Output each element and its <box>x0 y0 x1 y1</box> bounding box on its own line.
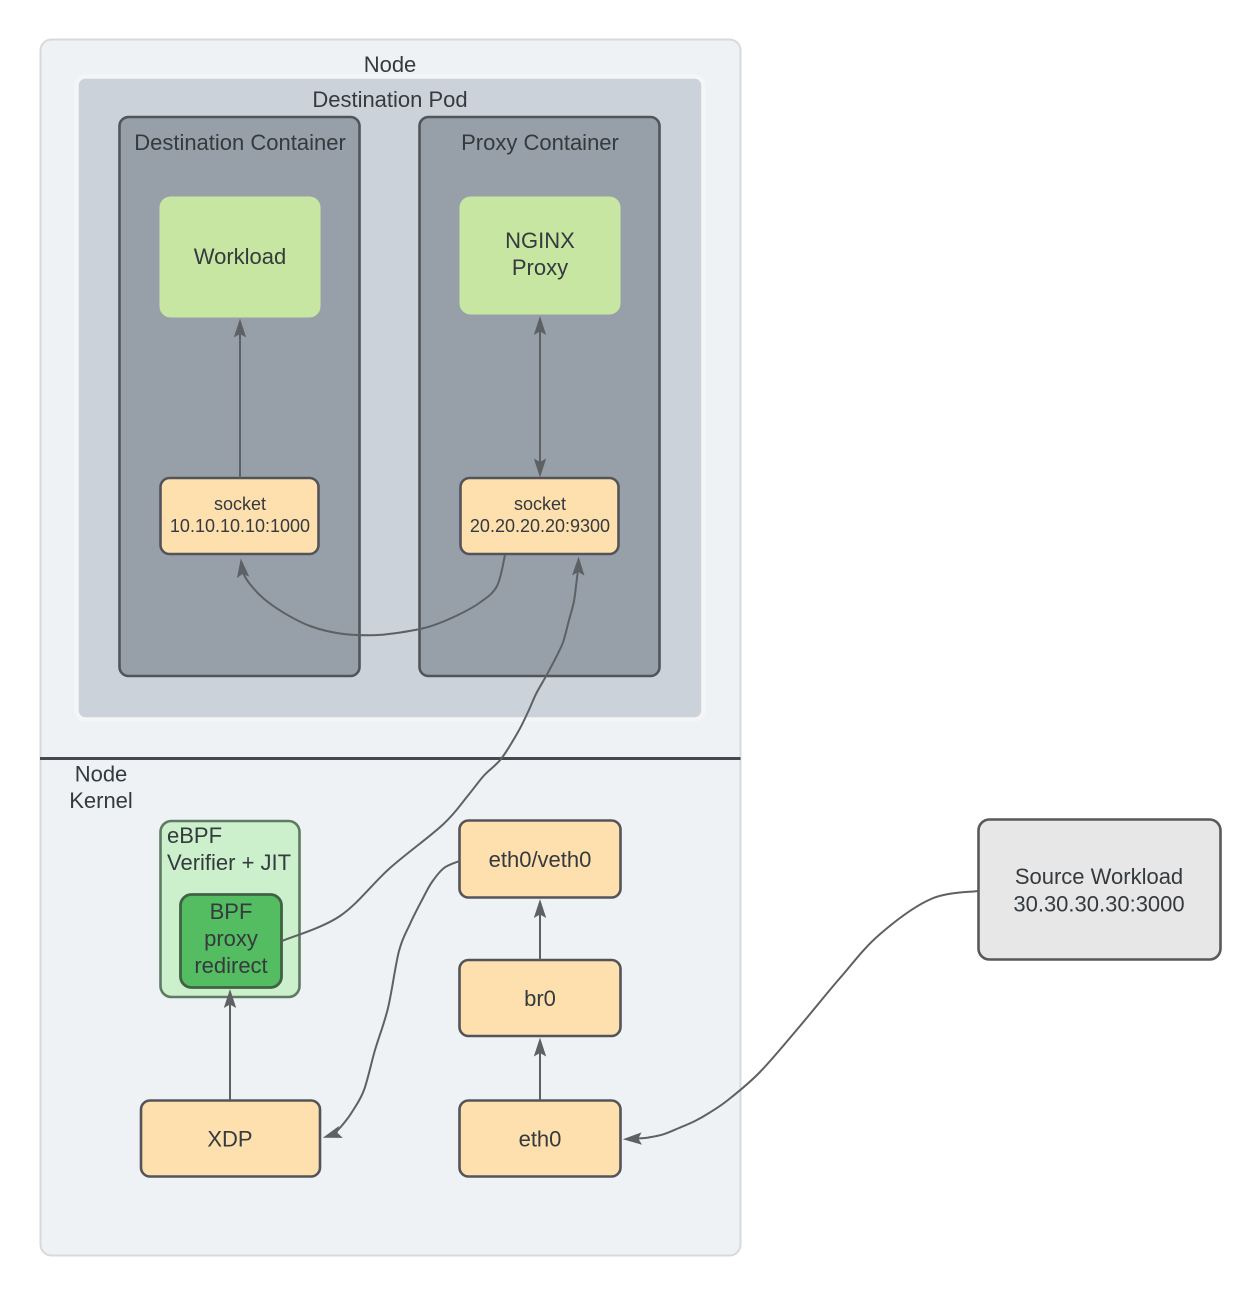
svg-text:socket: socket <box>214 494 266 514</box>
svg-text:30.30.30.30:3000: 30.30.30.30:3000 <box>1013 892 1184 917</box>
svg-text:Proxy Container: Proxy Container <box>461 130 619 155</box>
svg-text:20.20.20.20:9300: 20.20.20.20:9300 <box>470 516 610 536</box>
svg-text:Kernel: Kernel <box>69 788 133 813</box>
svg-text:Source Workload: Source Workload <box>1015 864 1183 889</box>
svg-text:Workload: Workload <box>194 244 287 269</box>
svg-text:eth0: eth0 <box>519 1127 562 1152</box>
svg-text:proxy: proxy <box>204 926 258 951</box>
svg-text:Destination Container: Destination Container <box>134 130 346 155</box>
svg-text:redirect: redirect <box>194 953 267 978</box>
svg-text:Verifier + JIT: Verifier + JIT <box>167 850 291 875</box>
svg-text:NGINX: NGINX <box>505 228 575 253</box>
svg-text:socket: socket <box>514 494 566 514</box>
svg-text:br0: br0 <box>524 986 556 1011</box>
svg-text:Proxy: Proxy <box>512 255 568 280</box>
svg-text:eBPF: eBPF <box>167 823 222 848</box>
svg-text:XDP: XDP <box>207 1127 252 1152</box>
svg-text:10.10.10.10:1000: 10.10.10.10:1000 <box>170 516 310 536</box>
svg-text:BPF: BPF <box>210 899 253 924</box>
svg-text:eth0/veth0: eth0/veth0 <box>489 847 592 872</box>
svg-text:Node: Node <box>75 762 128 787</box>
svg-text:Destination Pod: Destination Pod <box>312 87 467 112</box>
svg-text:Node: Node <box>364 52 417 77</box>
